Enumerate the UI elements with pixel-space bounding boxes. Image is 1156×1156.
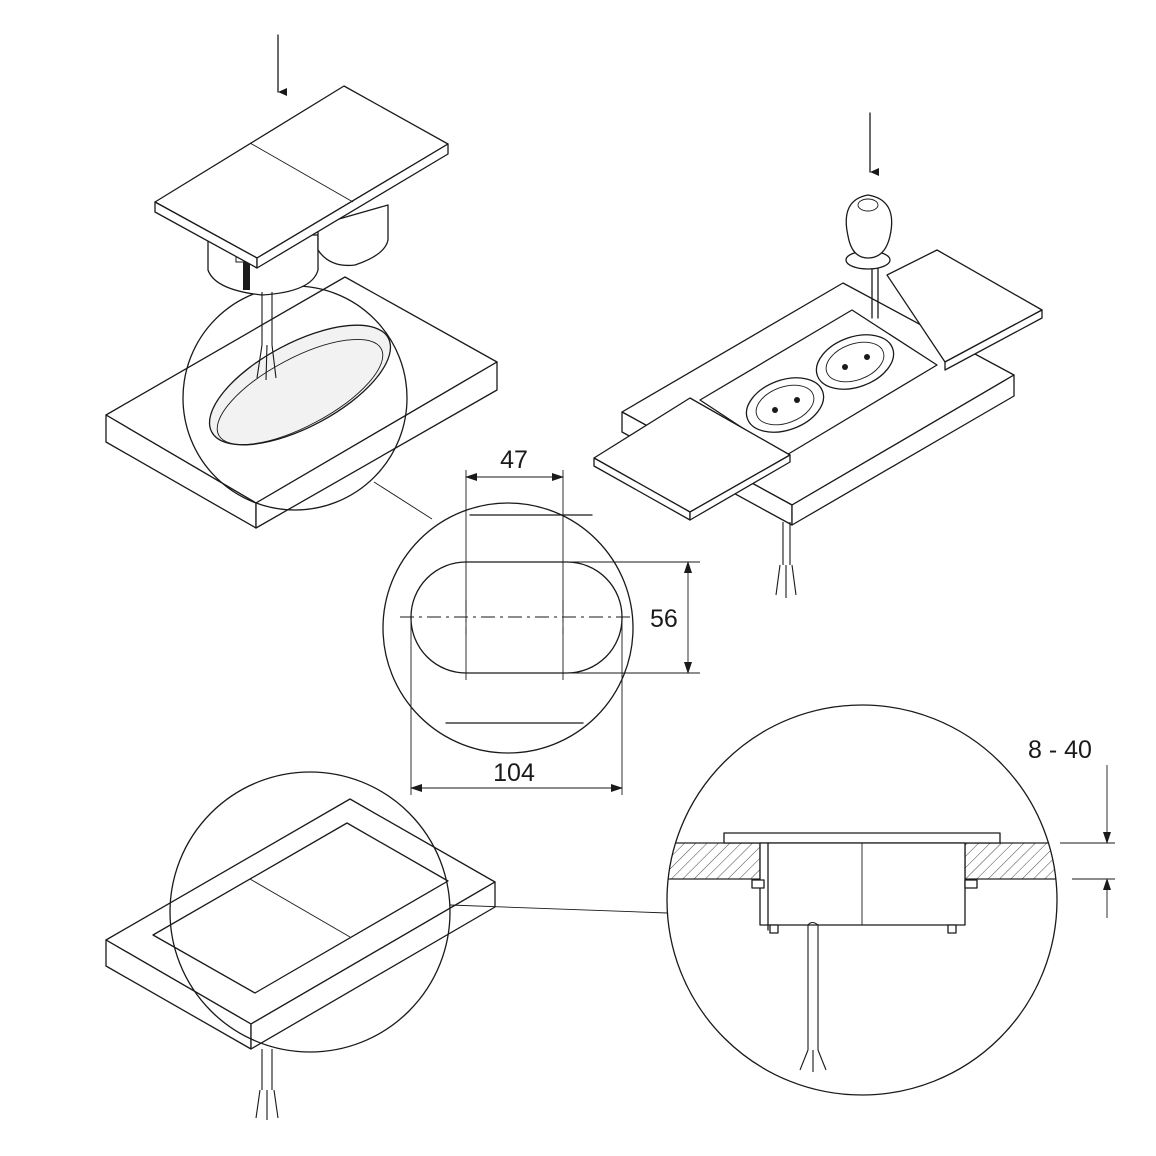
detail-circle-bottom [169, 771, 451, 1053]
dimension-47: 47 [500, 446, 528, 474]
section-view: 8 - 40 [666, 704, 1115, 1096]
dimension-circle [382, 502, 634, 754]
dimension-56: 56 [650, 605, 678, 633]
step-installed [105, 771, 496, 1120]
clamp-clip [243, 254, 250, 290]
socket-icon-2 [815, 334, 895, 390]
cutout-dimension-detail: 47 56 104 [382, 446, 700, 795]
dimension-104: 104 [493, 759, 535, 787]
socket-icon [745, 377, 825, 433]
mallet-icon [845, 194, 893, 319]
worktop-side-face [255, 361, 498, 529]
worktop-section-right [964, 842, 1057, 880]
step-insert-unit [105, 34, 498, 529]
unit-housing [759, 842, 966, 926]
dimension-thickness: 8 - 40 [1028, 736, 1092, 764]
section-circle [666, 704, 1058, 1096]
cover-plate [723, 832, 1001, 844]
step-open-unit [593, 112, 1043, 598]
cable-icon [256, 344, 277, 381]
cutout-hole [208, 324, 392, 446]
worktop-section-left [667, 842, 761, 880]
cover-lid-side [256, 143, 449, 269]
